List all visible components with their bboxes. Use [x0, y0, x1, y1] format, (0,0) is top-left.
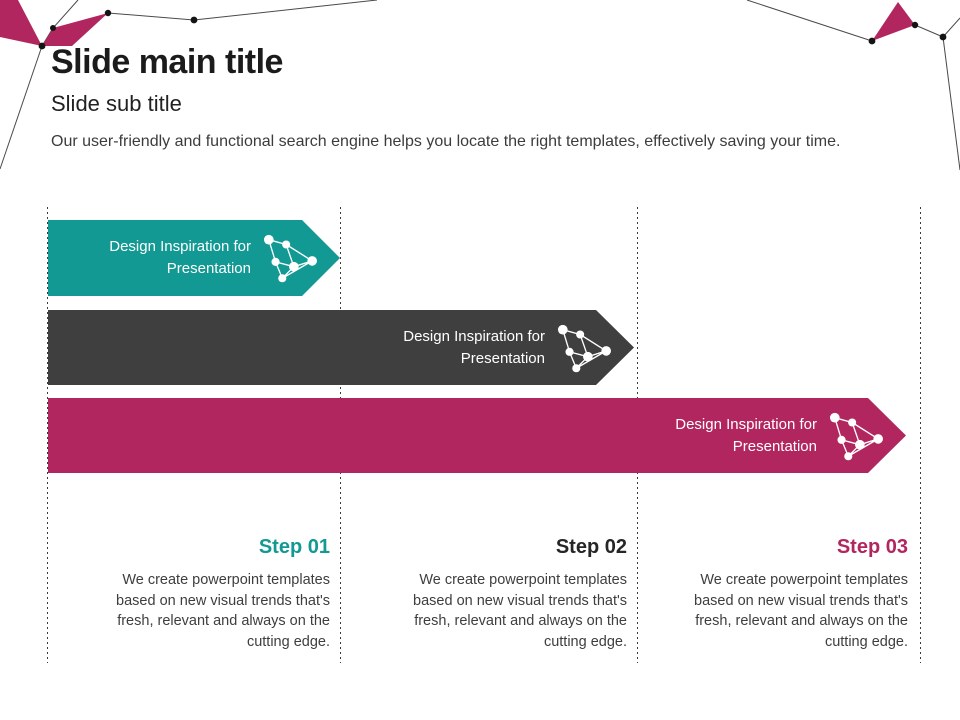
arrow-banner-step-1: Design Inspiration for Presentation: [48, 220, 340, 296]
dotted-guide-line: [47, 207, 48, 663]
banner-label-line1: Design Inspiration for: [109, 238, 251, 255]
accent-triangles: [0, 0, 915, 46]
arrow-banner-step-2: Design Inspiration for Presentation: [48, 310, 634, 385]
banner-label: Design Inspiration for Presentation: [403, 326, 545, 370]
step-text-line: cutting edge.: [246, 633, 330, 650]
step-text-line: We create powerpoint templates: [419, 572, 627, 588]
step-column-1: Step 01 We create powerpoint templates b…: [48, 536, 330, 652]
arrow-banner-step-3: Design Inspiration for Presentation: [48, 398, 906, 473]
banner-label: Design Inspiration for Presentation: [109, 236, 251, 280]
banner-label-line2: Presentation: [166, 260, 251, 277]
step-text-line: fresh, relevant and always on the: [117, 613, 330, 629]
slide-description: Our user-friendly and functional search …: [51, 132, 841, 150]
network-nodes-icon: [554, 321, 614, 375]
network-nodes-icon: [826, 409, 886, 463]
step-text-line: based on new visual trends that's: [694, 592, 908, 609]
banner-label-line2: Presentation: [460, 349, 545, 367]
banner-label-line1: Design Inspiration for: [675, 415, 817, 433]
step-text-line: We create powerpoint templates: [700, 572, 908, 588]
step-text-line: based on new visual trends that's: [116, 592, 330, 609]
step-title: Step 02: [555, 536, 627, 558]
step-column-2: Step 02 We create powerpoint templates b…: [345, 536, 627, 652]
step-text-line: fresh, relevant and always on the: [695, 613, 908, 629]
page-title: Slide main title: [51, 43, 283, 81]
slide-header: Slide main title Slide sub title Our use…: [51, 43, 911, 152]
network-nodes-icon: [260, 231, 320, 285]
banner-label-line2: Presentation: [732, 437, 817, 455]
dotted-guide-line: [920, 207, 921, 663]
step-title: Step 01: [258, 536, 330, 558]
step-text-line: We create powerpoint templates: [122, 572, 330, 588]
step-text-line: cutting edge.: [824, 633, 908, 650]
banner-label-line1: Design Inspiration for: [403, 327, 545, 345]
step-title: Step 03: [836, 536, 908, 558]
step-text-line: based on new visual trends that's: [413, 592, 627, 609]
step-text-line: cutting edge.: [543, 633, 627, 650]
banner-label: Design Inspiration for Presentation: [675, 414, 817, 458]
page-subtitle: Slide sub title: [51, 91, 182, 117]
step-column-3: Step 03 We create powerpoint templates b…: [640, 536, 908, 652]
step-text-line: fresh, relevant and always on the: [414, 613, 627, 629]
